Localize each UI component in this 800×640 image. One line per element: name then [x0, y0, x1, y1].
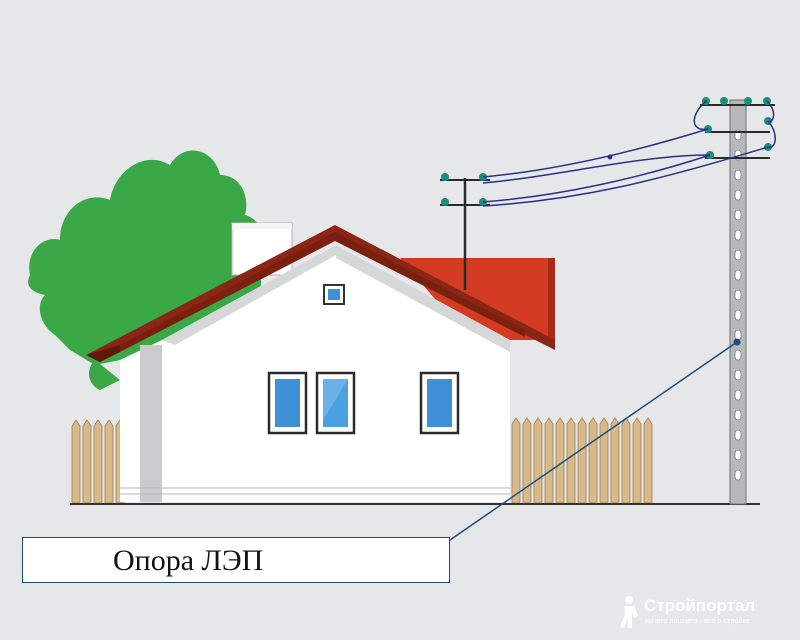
watermark: Стройпортал ничего лишнего · всё о строй… [618, 594, 794, 634]
callout-box: Опора ЛЭП [22, 537, 450, 583]
roof [86, 225, 555, 362]
window-2 [315, 371, 356, 435]
window-3 [419, 371, 460, 435]
fence-left [71, 419, 125, 504]
house-insulators [441, 173, 487, 206]
back-roof [400, 258, 555, 340]
window-1 [267, 371, 308, 435]
power-pole [700, 97, 775, 505]
fence-right [511, 417, 653, 504]
tree [28, 150, 264, 390]
attic-window [323, 284, 345, 305]
watermark-name: Стройпортал [644, 596, 756, 615]
worker-logo-icon [620, 596, 638, 628]
watermark-tagline: ничего лишнего · всё о стройке [645, 618, 750, 625]
callout-label: Опора ЛЭП [113, 544, 264, 577]
wire-marker [607, 154, 613, 160]
power-wires [482, 100, 776, 207]
callout-pointer [449, 338, 741, 541]
